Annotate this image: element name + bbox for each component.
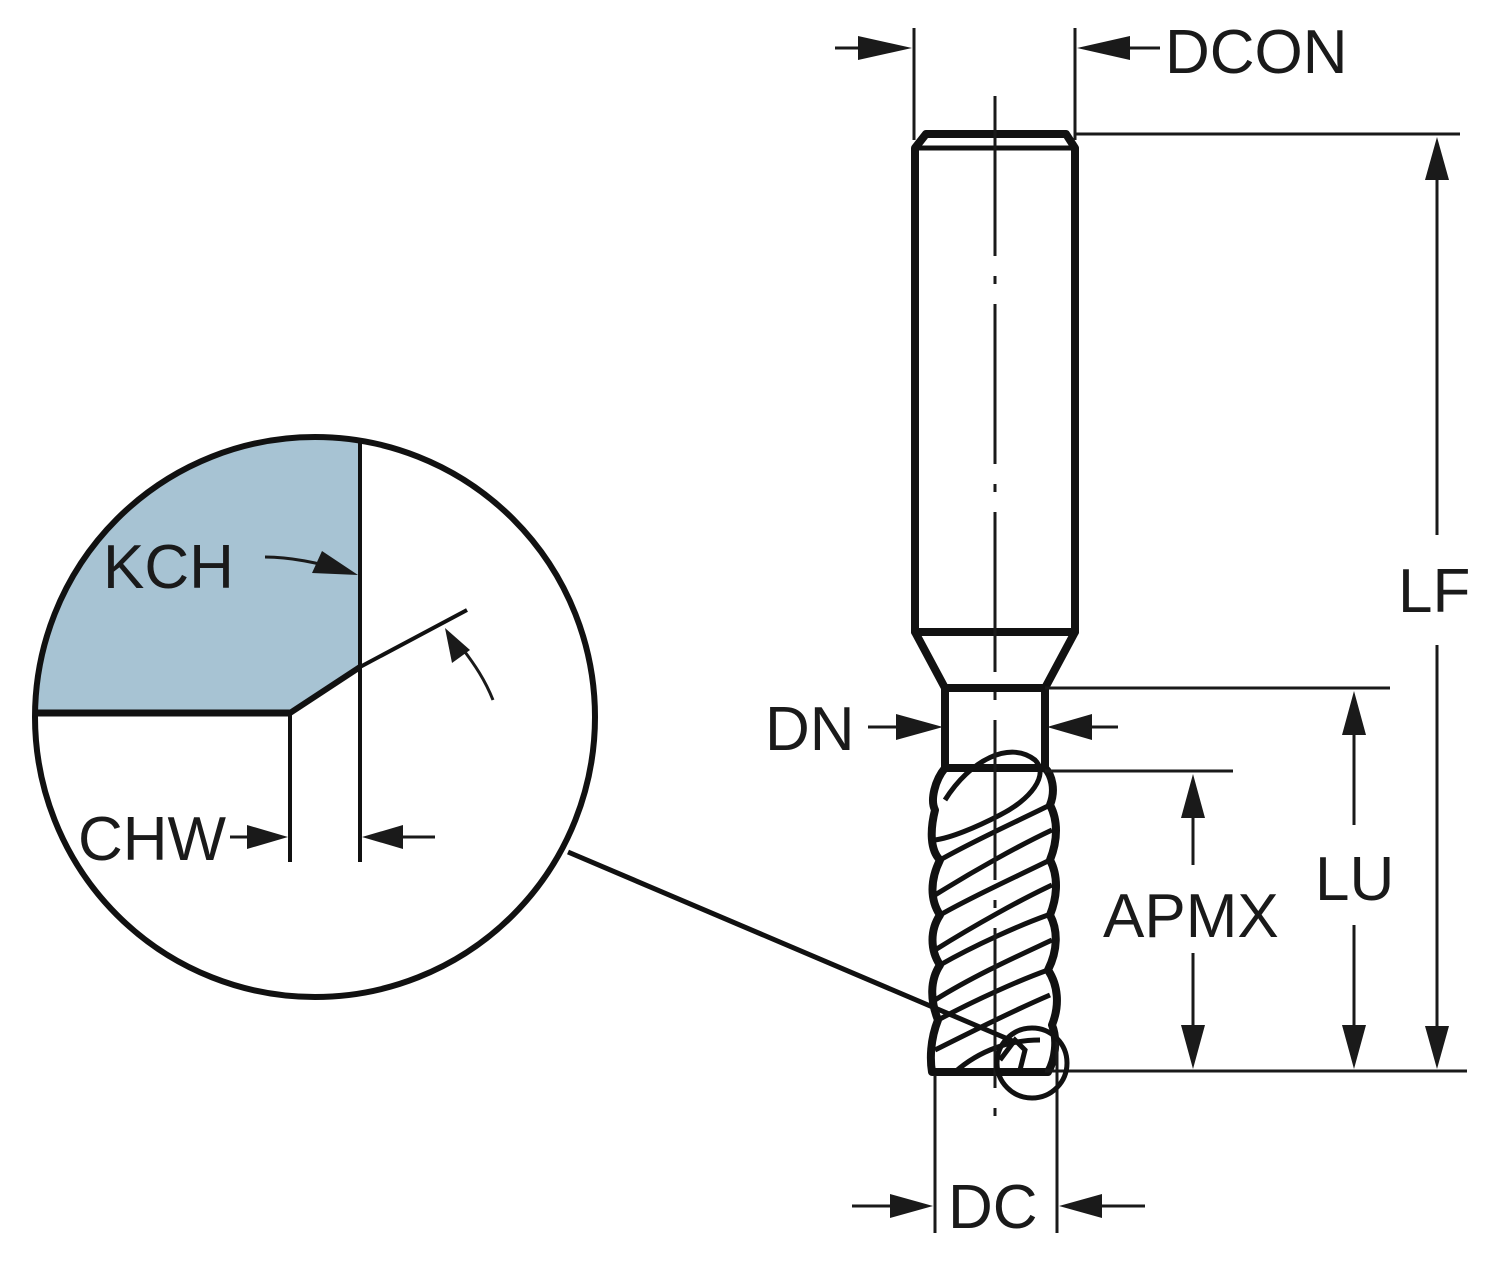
label-lf: LF: [1398, 557, 1470, 626]
detail-circle: [32, 434, 598, 1000]
dimension-lu: LU: [1045, 686, 1394, 1069]
dimension-lf: LF: [1075, 132, 1470, 1069]
label-dcon: DCON: [1165, 18, 1348, 87]
detail-leader-line: [567, 849, 1016, 1045]
dimension-dc: DC: [852, 1040, 1145, 1242]
end-mill-tool: [911, 96, 1079, 1128]
detail-view: KCH CHW: [32, 434, 598, 1000]
label-apmx: APMX: [1103, 882, 1279, 951]
label-lu: LU: [1315, 845, 1394, 914]
dimension-dn: DN: [765, 695, 1118, 764]
label-chw: CHW: [78, 805, 227, 874]
dimension-apmx: APMX: [1045, 769, 1279, 1069]
label-dn: DN: [765, 695, 855, 764]
detail-marker-circle: [994, 1025, 1070, 1101]
label-kch: KCH: [103, 533, 234, 602]
detail-callout: [567, 849, 1070, 1101]
dimension-dcon: DCON: [835, 18, 1348, 140]
label-dc: DC: [948, 1173, 1038, 1242]
